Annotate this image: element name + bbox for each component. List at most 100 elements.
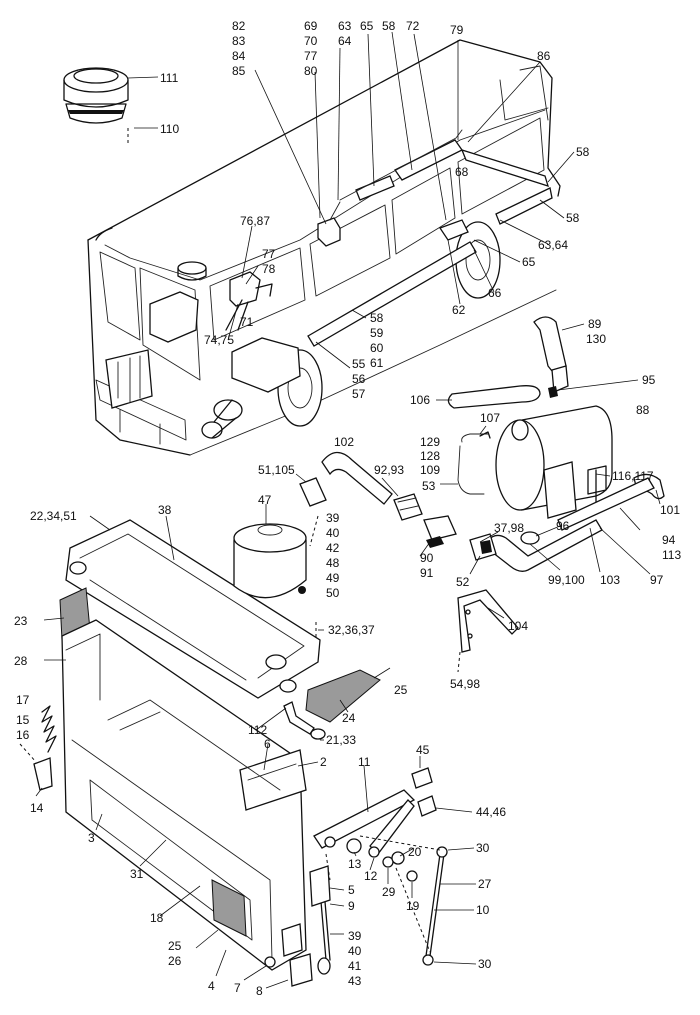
label-63: 63 bbox=[338, 19, 352, 33]
label-25-top: 25 bbox=[394, 683, 408, 697]
label-58-lower: 58 bbox=[370, 311, 384, 325]
label-41: 41 bbox=[348, 959, 362, 973]
label-85: 85 bbox=[232, 64, 246, 78]
label-44-46: 44,46 bbox=[476, 805, 506, 819]
label-89: 89 bbox=[588, 317, 602, 331]
label-30-bottom: 30 bbox=[478, 957, 492, 971]
label-91: 91 bbox=[420, 566, 434, 580]
duct-system bbox=[307, 129, 553, 347]
label-106: 106 bbox=[410, 393, 430, 407]
label-60: 60 bbox=[370, 341, 384, 355]
label-95: 95 bbox=[642, 373, 656, 387]
label-113: 113 bbox=[662, 548, 681, 562]
label-65-top: 65 bbox=[360, 19, 374, 33]
label-23: 23 bbox=[14, 614, 28, 628]
label-90: 90 bbox=[420, 551, 434, 565]
label-32-36-37: 32,36,37 bbox=[328, 623, 375, 637]
label-49: 49 bbox=[326, 571, 340, 585]
label-39-top: 39 bbox=[326, 511, 340, 525]
label-28: 28 bbox=[14, 654, 28, 668]
label-58-right: 58 bbox=[576, 145, 590, 159]
label-112: 112 bbox=[248, 723, 267, 737]
label-64: 64 bbox=[338, 34, 352, 48]
label-96: 96 bbox=[556, 519, 570, 533]
label-27: 27 bbox=[478, 877, 492, 891]
label-116-117: 116,117 bbox=[612, 469, 654, 483]
label-37-98: 37,98 bbox=[494, 521, 524, 535]
label-40-bottom: 40 bbox=[348, 944, 362, 958]
label-78: 78 bbox=[262, 262, 276, 276]
label-130: 130 bbox=[586, 332, 606, 346]
label-2: 2 bbox=[320, 755, 327, 769]
label-5: 5 bbox=[348, 883, 355, 897]
label-69: 69 bbox=[304, 19, 318, 33]
label-4: 4 bbox=[208, 979, 215, 993]
label-38: 38 bbox=[158, 503, 172, 517]
label-42: 42 bbox=[326, 541, 340, 555]
label-9: 9 bbox=[348, 899, 355, 913]
label-7: 7 bbox=[234, 981, 241, 995]
bus-body-outline bbox=[87, 39, 561, 456]
label-58-right-lower: 58 bbox=[566, 211, 580, 225]
label-68: 68 bbox=[455, 165, 469, 179]
label-97: 97 bbox=[650, 573, 664, 587]
label-107: 107 bbox=[480, 411, 500, 425]
label-62: 62 bbox=[452, 303, 466, 317]
roof-vent-part bbox=[63, 67, 159, 145]
label-88: 88 bbox=[636, 403, 650, 417]
label-65-lower: 65 bbox=[522, 255, 536, 269]
label-101: 101 bbox=[660, 503, 680, 517]
label-70: 70 bbox=[304, 34, 318, 48]
label-61: 61 bbox=[370, 356, 384, 370]
heater-assembly-parts bbox=[299, 316, 665, 673]
label-52: 52 bbox=[456, 575, 470, 589]
label-56: 56 bbox=[352, 372, 366, 386]
label-15: 15 bbox=[16, 713, 30, 727]
label-99-100: 99,100 bbox=[548, 573, 585, 587]
label-21-33: 21,33 bbox=[326, 733, 356, 747]
label-128: 128 bbox=[420, 449, 440, 463]
label-54-98: 54,98 bbox=[450, 677, 480, 691]
label-82: 82 bbox=[232, 19, 246, 33]
label-102: 102 bbox=[334, 435, 354, 449]
label-94: 94 bbox=[662, 533, 676, 547]
label-43: 43 bbox=[348, 974, 362, 988]
label-58-top: 58 bbox=[382, 19, 396, 33]
label-66: 66 bbox=[488, 286, 502, 300]
label-30-top: 30 bbox=[476, 841, 490, 855]
leader-lines bbox=[35, 31, 661, 989]
label-83: 83 bbox=[232, 34, 246, 48]
label-48: 48 bbox=[326, 556, 340, 570]
label-3: 3 bbox=[88, 831, 95, 845]
label-57: 57 bbox=[352, 387, 366, 401]
label-129: 129 bbox=[420, 435, 440, 449]
label-50: 50 bbox=[326, 586, 340, 600]
label-84: 84 bbox=[232, 49, 246, 63]
label-103: 103 bbox=[600, 573, 620, 587]
label-92-93: 92,93 bbox=[374, 463, 404, 477]
label-51-105: 51,105 bbox=[258, 463, 295, 477]
label-26: 26 bbox=[168, 954, 182, 968]
label-55: 55 bbox=[352, 357, 366, 371]
label-24: 24 bbox=[342, 711, 356, 725]
label-79: 79 bbox=[450, 23, 464, 37]
part-number-labels: 111 110 82 83 84 85 69 70 77 80 63 64 65… bbox=[14, 19, 681, 998]
label-6: 6 bbox=[264, 737, 271, 751]
label-76-87: 76,87 bbox=[240, 214, 270, 228]
label-72: 72 bbox=[406, 19, 420, 33]
label-39-bottom: 39 bbox=[348, 929, 362, 943]
label-8: 8 bbox=[256, 984, 263, 998]
label-40-top: 40 bbox=[326, 526, 340, 540]
label-80: 80 bbox=[304, 64, 318, 78]
label-53: 53 bbox=[422, 479, 436, 493]
label-29: 29 bbox=[382, 885, 396, 899]
label-25-bottom: 25 bbox=[168, 939, 182, 953]
label-13: 13 bbox=[348, 857, 362, 871]
label-74-75: 74,75 bbox=[204, 333, 234, 347]
label-20: 20 bbox=[408, 845, 422, 859]
label-109: 109 bbox=[420, 463, 440, 477]
label-17: 17 bbox=[16, 693, 30, 707]
heater-housing-assembly bbox=[19, 515, 448, 987]
